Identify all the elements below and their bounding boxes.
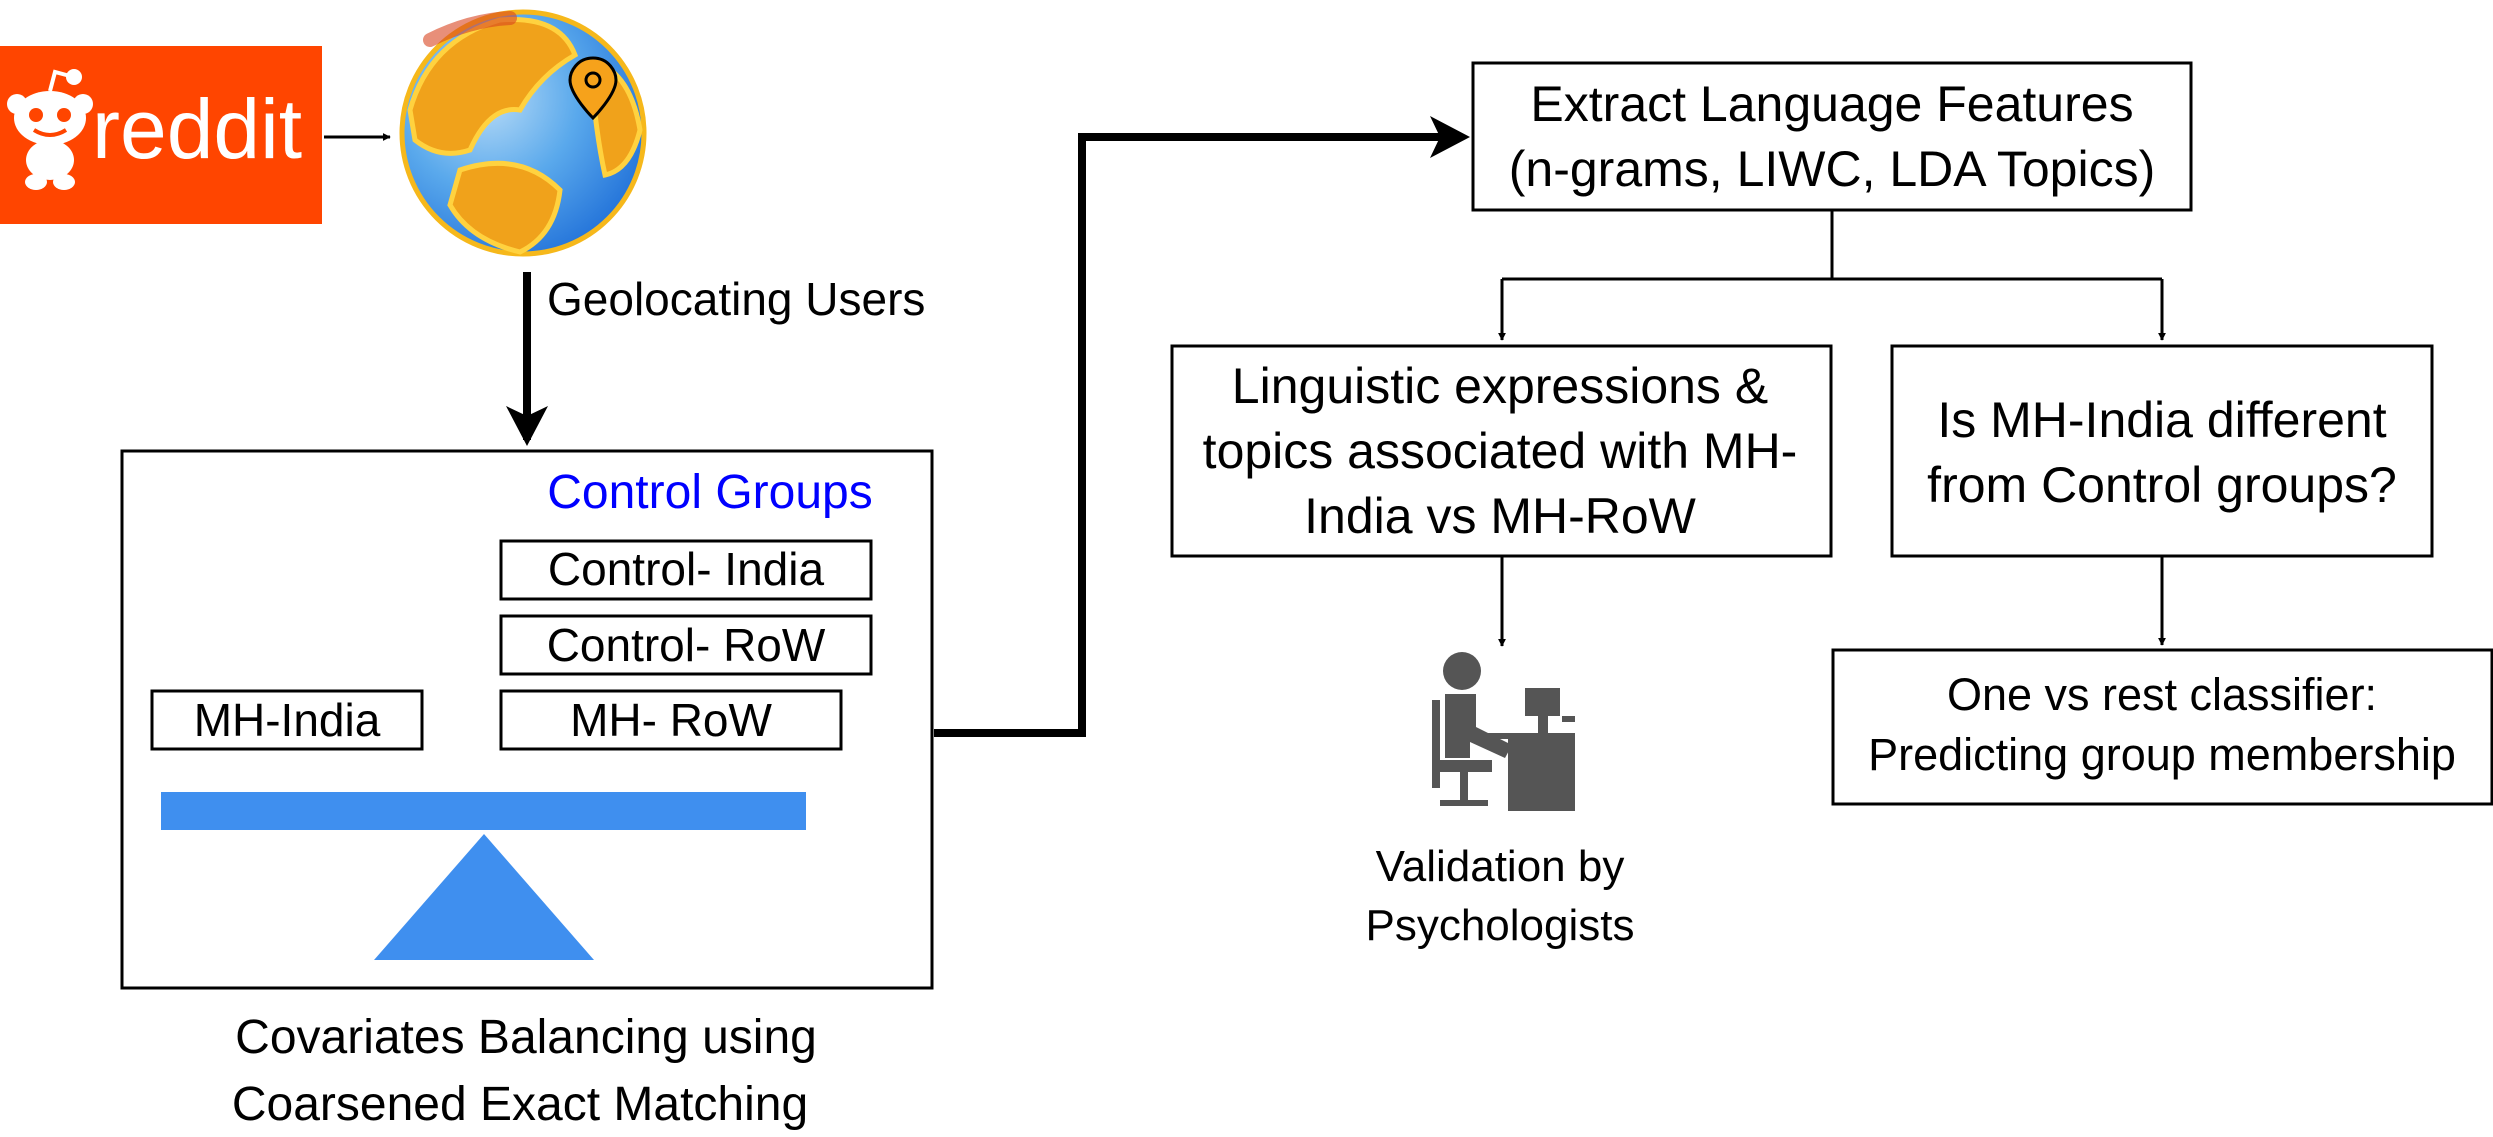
- location-pin-icon: [568, 56, 618, 121]
- mh-india-box: [150, 689, 424, 751]
- connector-balancing-to-extract: [934, 133, 1440, 737]
- arrow-geolocating-head: [506, 406, 548, 446]
- control-row-label: Control- RoW: [547, 619, 826, 671]
- globe-icon: [399, 9, 647, 257]
- balancing-caption-line1: Covariates Balancing using: [235, 1011, 817, 1064]
- seesaw-beam: [161, 792, 806, 830]
- extract-features-line1: Extract Language Features: [1530, 76, 2133, 132]
- classifier-line2: Predicting group membership: [1868, 729, 2456, 780]
- linguistic-expressions-box: [1170, 344, 1833, 558]
- different-line1: Is MH-India different: [1937, 392, 2386, 448]
- different-line2: from Control groups?: [1927, 457, 2397, 513]
- extract-features-line2: (n-grams, LIWC, LDA Topics): [1509, 141, 2155, 197]
- split-connector: [1498, 211, 2166, 341]
- control-groups-title: Control Groups: [547, 466, 872, 519]
- linguistic-line3: India vs MH-RoW: [1304, 488, 1697, 544]
- linguistic-line2: topics associated with MH-: [1203, 423, 1798, 479]
- extract-features-box: [1471, 61, 2193, 212]
- classifier-box: [1831, 648, 2493, 806]
- mh-row-label: MH- RoW: [570, 694, 772, 746]
- connector-balancing-to-extract-head: [1430, 116, 1470, 158]
- reddit-logo: reddit: [0, 46, 322, 224]
- seesaw-fulcrum: [374, 834, 594, 960]
- reddit-alien-icon: [7, 69, 93, 190]
- control-india-box: [499, 539, 873, 601]
- mh-india-label: MH-India: [194, 694, 381, 746]
- balancing-caption-line2: Coarsened Exact Matching: [232, 1078, 808, 1131]
- classifier-line1: One vs rest classifier:: [1947, 669, 2377, 720]
- mh-row-box: [499, 689, 843, 751]
- mh-india-different-box: [1890, 344, 2434, 558]
- validation-caption-line2: Psychologists: [1365, 901, 1634, 950]
- geolocating-label: Geolocating Users: [547, 273, 925, 325]
- control-india-label: Control- India: [548, 543, 825, 595]
- validation-caption-line1: Validation by: [1376, 842, 1625, 891]
- reddit-wordmark: reddit: [92, 82, 302, 176]
- control-row-box: [499, 614, 873, 676]
- person-at-computer-icon: [1432, 652, 1575, 811]
- linguistic-line1: Linguistic expressions &: [1232, 358, 1768, 414]
